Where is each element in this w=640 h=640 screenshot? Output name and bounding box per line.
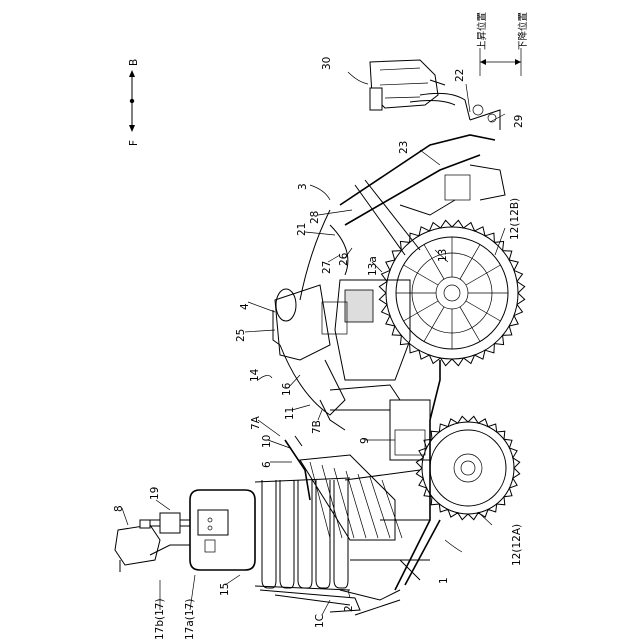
label-12A: 12(12A) [511,524,523,566]
attachment-device [370,60,445,110]
label-15: 15 [219,583,231,596]
label-7A: 7A [250,415,262,430]
direction-indicator: B F [128,59,140,146]
label-12B: 12(12B) [509,198,521,240]
label-9: 9 [359,437,371,444]
label-16: 16 [281,382,293,396]
label-6: 6 [261,461,273,468]
label-17a: 17a(17) [184,599,196,640]
label-14: 14 [249,368,261,382]
label-7B: 7B [311,420,323,434]
label-10: 10 [261,435,273,448]
raised-position-label: 上昇位置 [476,12,488,50]
label-23: 23 [398,141,410,154]
label-30: 30 [321,57,333,70]
position-indicator: 上昇位置 下降位置 [476,12,529,76]
label-2: 2 [343,605,355,612]
forward-label: F [128,140,140,146]
label-13a: 13a [367,256,379,276]
label-19: 19 [149,487,161,500]
backward-label: B [128,59,140,66]
lowered-position-label: 下降位置 [517,12,529,50]
label-25: 25 [235,329,247,342]
label-21: 21 [296,223,308,236]
label-29: 29 [513,115,525,128]
label-26: 26 [338,252,350,266]
front-wheel [416,416,519,519]
leader-lines [122,72,505,615]
rear-wheel [379,220,524,365]
label-3: 3 [297,183,309,190]
label-17b: 17b(17) [154,598,166,640]
label-27: 27 [321,261,333,274]
label-8: 8 [113,505,125,512]
label-11: 11 [284,407,296,420]
label-1: 1 [438,577,450,584]
label-1C: 1C [314,614,326,628]
label-13: 13 [437,249,449,262]
label-22: 22 [454,69,466,82]
label-4: 4 [239,303,251,310]
label-28: 28 [309,211,321,224]
